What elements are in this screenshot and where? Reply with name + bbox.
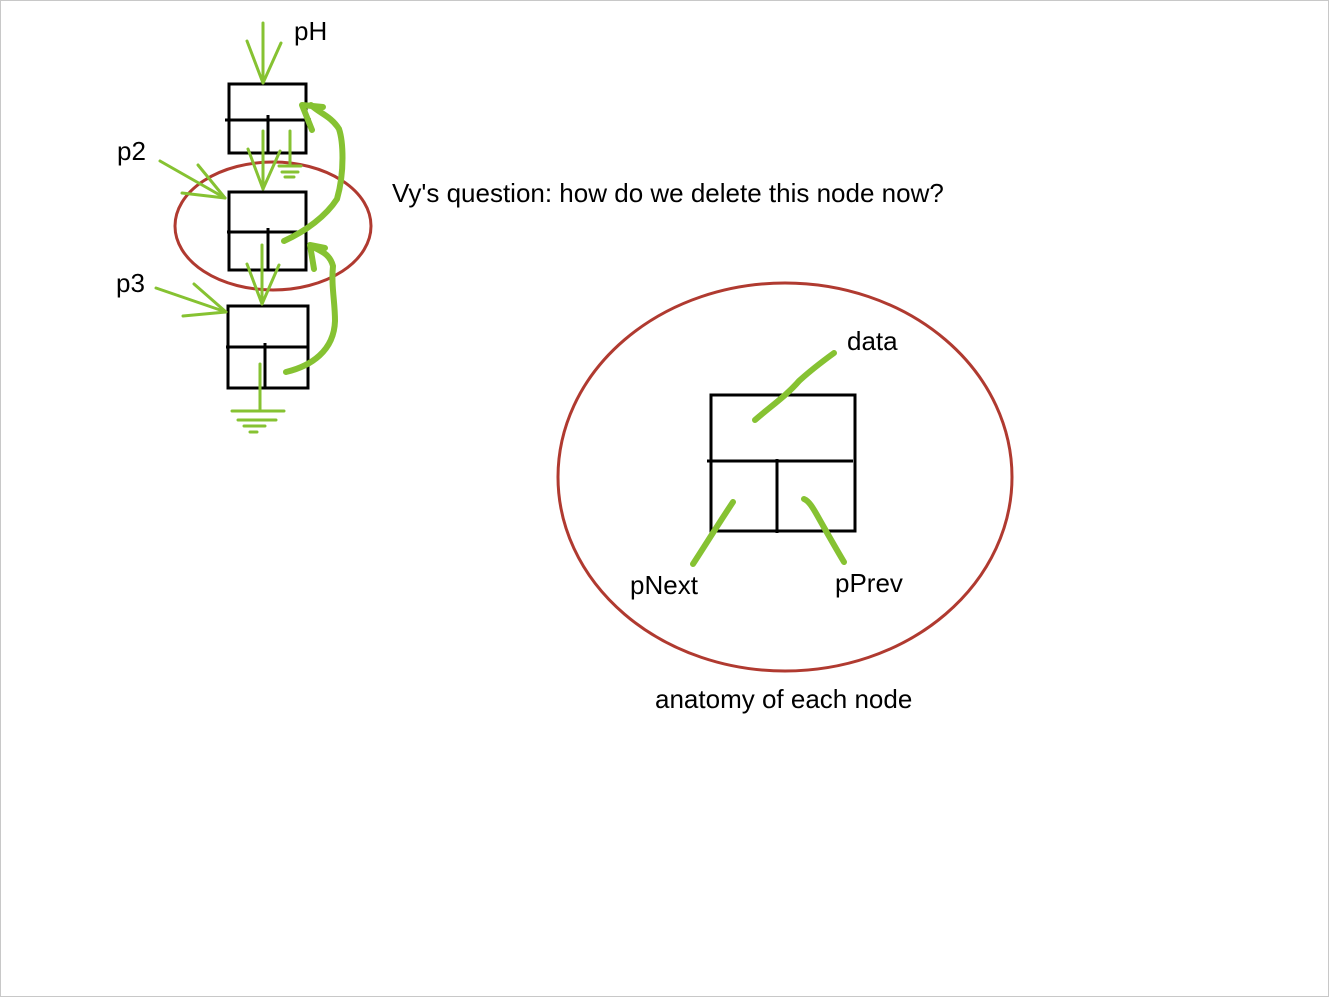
pnext-field-pointer [690, 499, 736, 567]
p3-arrow-head [181, 282, 228, 318]
head-pointer-arrow [245, 21, 283, 85]
next-pointer-2-to-3 [245, 243, 281, 306]
prev-3-head [307, 242, 328, 272]
next-null-ground-3 [230, 362, 286, 434]
list-node-2 [227, 190, 308, 272]
prev-pointer-2-to-1 [281, 102, 346, 244]
p2-label: p2 [117, 136, 146, 166]
ground-1-symbol [277, 164, 303, 179]
prev-2-curve [281, 102, 346, 244]
pnext-field-label: pNext [630, 570, 698, 600]
next-1-head [246, 147, 282, 191]
anatomy-node-box [709, 393, 857, 533]
p3-label: p3 [116, 268, 145, 298]
p2-arrow-shaft [158, 159, 227, 200]
p2-arrow-head [180, 163, 227, 200]
list-node-3 [226, 304, 310, 390]
prev-null-ground-1 [277, 129, 303, 179]
prev-2-head [299, 102, 326, 133]
list-node-1 [225, 82, 311, 155]
head-pointer-label: pH [294, 16, 328, 46]
next-2-head [245, 262, 281, 306]
anatomy-circle [556, 281, 1014, 673]
question-text: Vy's question: how do we delete this nod… [392, 178, 944, 208]
prev-pointer-3-to-2 [283, 242, 338, 375]
p3-arrow-shaft [154, 286, 228, 314]
data-field-pointer [752, 350, 837, 423]
pprev-field-pointer [801, 496, 847, 565]
pprev-field-label: pPrev [835, 568, 903, 598]
p2-pointer-arrow [158, 159, 227, 200]
next-pointer-1-to-2 [246, 129, 282, 191]
p3-pointer-arrow [154, 282, 228, 318]
head-arrow-head [245, 39, 283, 85]
anatomy-caption: anatomy of each node [655, 684, 913, 714]
data-field-label: data [847, 326, 898, 356]
prev-3-curve [283, 245, 338, 375]
selected-node-circle [173, 160, 373, 292]
ground-3-symbol [230, 409, 286, 434]
